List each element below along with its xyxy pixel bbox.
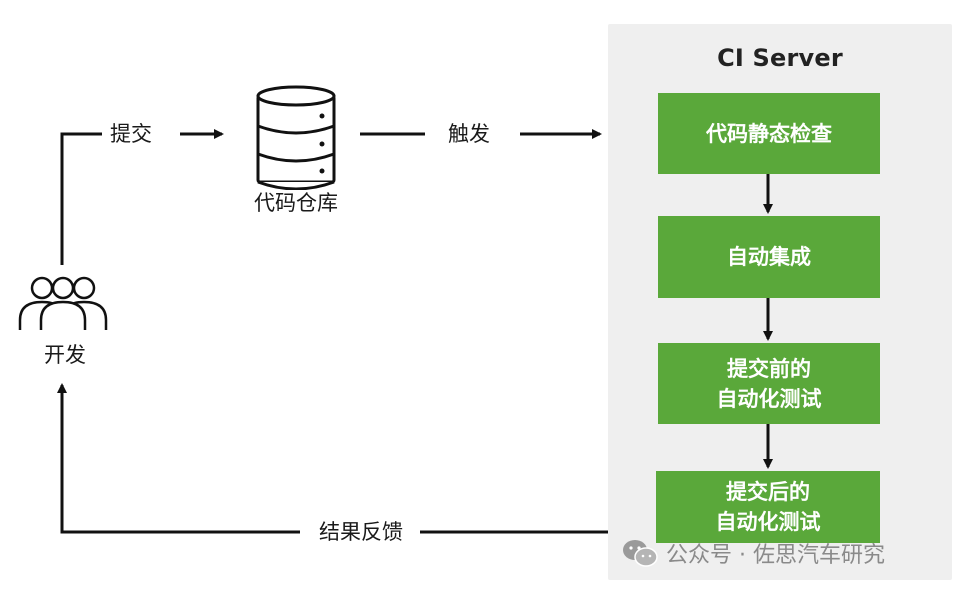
step-pre-commit-test: 提交前的 自动化测试 — [658, 343, 880, 424]
step-static-check-label: 代码静态检查 — [706, 121, 832, 146]
commit-connector — [60, 132, 102, 265]
label-repository: 代码仓库 — [250, 190, 342, 216]
label-developer: 开发 — [40, 342, 90, 368]
developers-icon — [18, 276, 108, 330]
step-static-check: 代码静态检查 — [658, 93, 880, 174]
step-post-commit-test: 提交后的 自动化测试 — [656, 471, 880, 543]
step-post-commit-test-line2: 自动化测试 — [715, 510, 821, 534]
ci-server-title: CI Server — [717, 44, 843, 72]
database-icon — [256, 85, 336, 191]
label-commit: 提交 — [106, 121, 156, 147]
feedback-arrow — [57, 383, 300, 534]
step-auto-integration-label: 自动集成 — [727, 245, 811, 269]
watermark-text: 公众号 · 佐思汽车研究 — [666, 543, 885, 568]
step-auto-integration: 自动集成 — [658, 216, 880, 298]
step-pre-commit-test-line2: 自动化测试 — [716, 386, 822, 411]
label-trigger: 触发 — [444, 121, 494, 147]
wechat-icon — [623, 540, 658, 567]
step-pre-commit-test-line1: 提交前的 — [727, 356, 811, 381]
label-feedback: 结果反馈 — [315, 519, 407, 545]
step-post-commit-test-line1: 提交后的 — [726, 480, 810, 504]
watermark: 公众号 · 佐思汽车研究 — [622, 536, 885, 570]
